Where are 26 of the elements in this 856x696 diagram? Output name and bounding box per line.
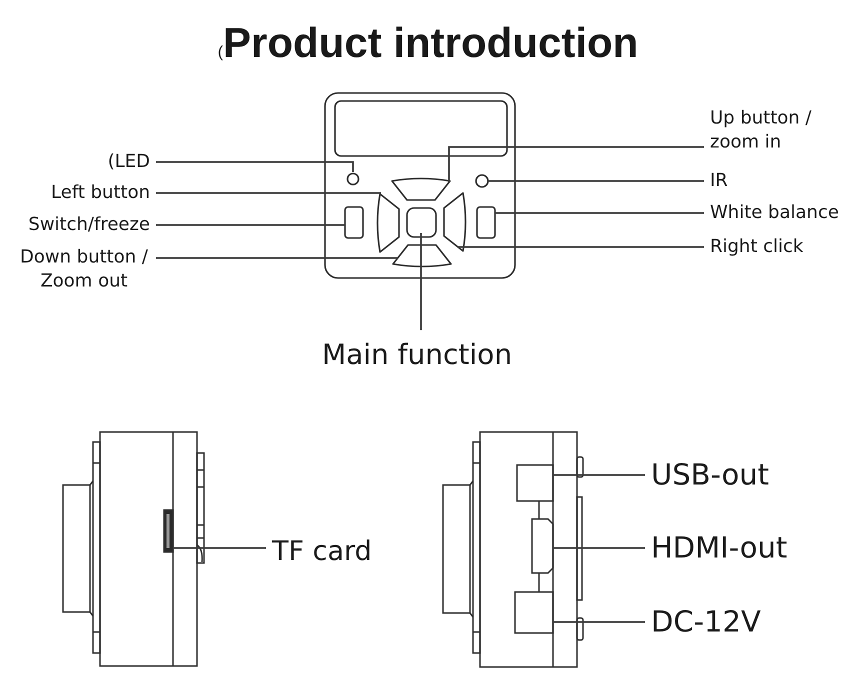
callout-label: HDMI-out <box>651 528 788 568</box>
callout-label: White balance <box>710 200 839 226</box>
leader-line <box>553 474 645 476</box>
leader-line <box>458 246 704 248</box>
callout-label: Down button / Zoom out <box>18 246 150 294</box>
callout-label: (LED <box>108 150 150 174</box>
callout-label: Right click <box>710 234 804 260</box>
callout-label: Left button <box>51 180 150 206</box>
leader-line <box>156 224 345 226</box>
leader-line <box>156 192 381 194</box>
leader-line <box>448 146 704 182</box>
callout-label: DC-12V <box>651 602 761 642</box>
callout-label: TF card <box>272 534 372 570</box>
callout-label: IR <box>710 168 728 194</box>
callout-label: Switch/freeze <box>28 212 150 238</box>
leader-line <box>173 547 266 549</box>
callout-label: Up button / zoom in <box>710 106 818 155</box>
leader-line <box>488 180 704 182</box>
callout-label: Main function <box>322 336 512 374</box>
leader-line <box>420 233 422 330</box>
leader-line <box>156 257 398 259</box>
leader-line <box>156 161 354 172</box>
leader-line <box>553 547 645 549</box>
callout-label: USB-out <box>651 455 770 495</box>
leader-line <box>495 212 704 214</box>
leader-line <box>553 621 645 623</box>
